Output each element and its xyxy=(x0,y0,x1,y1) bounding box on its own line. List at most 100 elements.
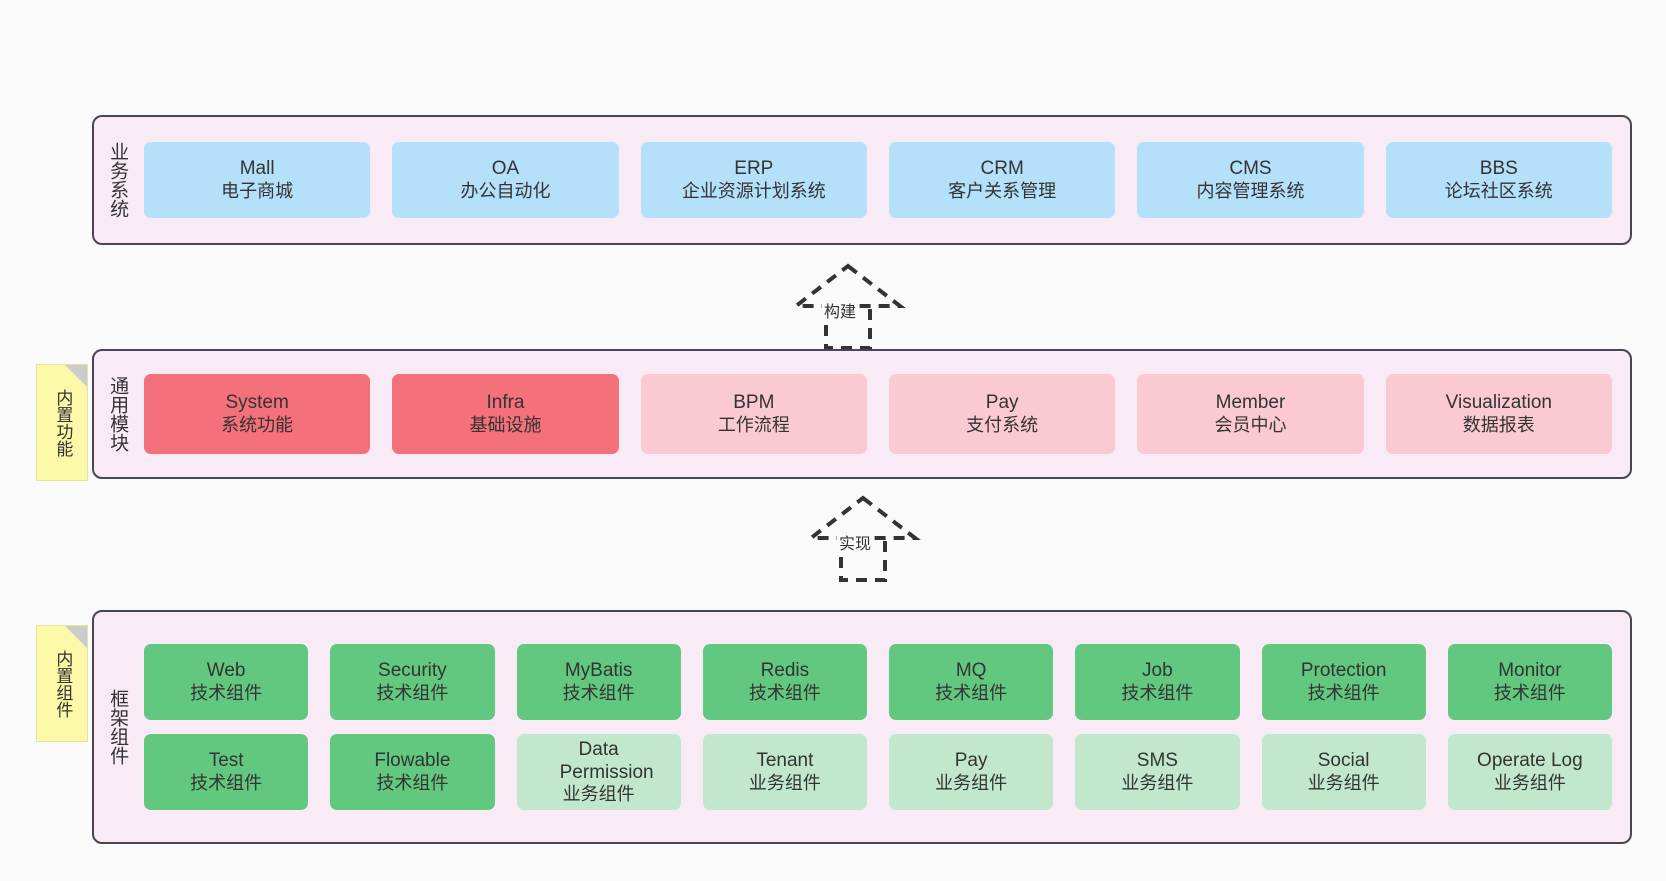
card-oa[interactable]: OA 办公自动化 xyxy=(392,142,619,218)
business-row: Mall 电子商城 OA 办公自动化 ERP 企业资源计划系统 CRM 客户关系… xyxy=(144,142,1612,218)
card-data-permission-name: Data Permission xyxy=(559,738,654,784)
card-redis[interactable]: Redis 技术组件 xyxy=(702,644,867,720)
card-infra-desc: 基础设施 xyxy=(469,414,542,435)
card-sms-name: SMS xyxy=(1136,750,1178,772)
card-job[interactable]: Job 技术组件 xyxy=(1075,644,1240,720)
framework-row-technical: Web 技术组件 Security 技术组件 MyBatis 技术组件 Redi… xyxy=(144,644,1612,720)
card-monitor-name: Monitor xyxy=(1498,660,1562,682)
layer-modules: 通用模块 System 系统功能 Infra 基础设施 BPM 工作流程 Pay xyxy=(92,349,1632,479)
card-infra[interactable]: Infra 基础设施 xyxy=(392,374,619,454)
card-social-name: Social xyxy=(1317,750,1370,772)
card-job-name: Job xyxy=(1142,660,1173,682)
note-builtin-function: 内置功能 xyxy=(36,364,88,481)
card-tenant-name: Tenant xyxy=(756,750,814,772)
card-mall-name: Mall xyxy=(239,158,275,180)
card-data-permission[interactable]: Data Permission 业务组件 xyxy=(516,734,681,810)
card-erp-name: ERP xyxy=(734,158,774,180)
note-builtin-function-label: 内置功能 xyxy=(53,388,73,457)
card-web-desc: 技术组件 xyxy=(190,682,263,703)
card-mybatis-name: MyBatis xyxy=(564,660,633,682)
layer-business-title: 业务系统 xyxy=(107,142,129,218)
card-protection[interactable]: Protection 技术组件 xyxy=(1261,644,1426,720)
card-erp[interactable]: ERP 企业资源计划系统 xyxy=(640,142,867,218)
card-test-name: Test xyxy=(208,750,244,772)
card-pay-module[interactable]: Pay 支付系统 xyxy=(888,374,1116,454)
card-tenant[interactable]: Tenant 业务组件 xyxy=(702,734,867,810)
card-visualization-name: Visualization xyxy=(1445,392,1552,414)
card-cms[interactable]: CMS 内容管理系统 xyxy=(1137,142,1364,218)
card-sms[interactable]: SMS 业务组件 xyxy=(1075,734,1240,810)
layer-business-body: Mall 电子商城 OA 办公自动化 ERP 企业资源计划系统 CRM 客户关系… xyxy=(140,117,1630,243)
card-pay-component-name: Pay xyxy=(954,750,988,772)
card-operate-log-desc: 业务组件 xyxy=(1493,772,1566,793)
card-mq[interactable]: MQ 技术组件 xyxy=(889,644,1054,720)
card-operate-log-name: Operate Log xyxy=(1477,750,1583,772)
card-social[interactable]: Social 业务组件 xyxy=(1261,734,1426,810)
card-crm-desc: 客户关系管理 xyxy=(948,180,1057,201)
card-bpm[interactable]: BPM 工作流程 xyxy=(640,374,867,454)
connector-implement-label: 实现 xyxy=(837,530,874,554)
card-bbs-desc: 论坛社区系统 xyxy=(1444,180,1553,201)
connector-implement: 实现 xyxy=(775,494,955,582)
card-pay-component[interactable]: Pay 业务组件 xyxy=(889,734,1054,810)
card-member[interactable]: Member 会员中心 xyxy=(1137,374,1364,454)
card-oa-desc: 办公自动化 xyxy=(460,180,551,201)
card-bbs[interactable]: BBS 论坛社区系统 xyxy=(1385,142,1612,218)
layer-business: 业务系统 Mall 电子商城 OA 办公自动化 ERP 企业资源计划系统 CRM xyxy=(92,115,1632,245)
card-system[interactable]: System 系统功能 xyxy=(144,374,371,454)
card-mall[interactable]: Mall 电子商城 xyxy=(144,142,371,218)
card-oa-name: OA xyxy=(491,158,520,180)
card-monitor-desc: 技术组件 xyxy=(1493,682,1566,703)
layer-modules-body: System 系统功能 Infra 基础设施 BPM 工作流程 Pay 支付系统… xyxy=(140,351,1630,477)
note-fold-icon xyxy=(65,365,87,387)
layer-framework-body: Web 技术组件 Security 技术组件 MyBatis 技术组件 Redi… xyxy=(140,612,1630,842)
card-monitor[interactable]: Monitor 技术组件 xyxy=(1447,644,1612,720)
card-visualization[interactable]: Visualization 数据报表 xyxy=(1385,374,1612,454)
card-test[interactable]: Test 技术组件 xyxy=(144,734,309,810)
card-pay-component-desc: 业务组件 xyxy=(935,772,1008,793)
card-mq-name: MQ xyxy=(955,660,987,682)
card-mq-desc: 技术组件 xyxy=(935,682,1008,703)
card-visualization-desc: 数据报表 xyxy=(1462,414,1535,435)
card-security[interactable]: Security 技术组件 xyxy=(330,644,495,720)
card-job-desc: 技术组件 xyxy=(1121,682,1194,703)
card-member-desc: 会员中心 xyxy=(1214,414,1287,435)
connector-build-label: 构建 xyxy=(822,298,859,322)
card-redis-name: Redis xyxy=(760,660,810,682)
card-bpm-desc: 工作流程 xyxy=(717,414,790,435)
card-security-desc: 技术组件 xyxy=(376,682,449,703)
card-web-name: Web xyxy=(206,660,246,682)
card-mybatis-desc: 技术组件 xyxy=(562,682,635,703)
card-tenant-desc: 业务组件 xyxy=(748,772,821,793)
card-pay-module-name: Pay xyxy=(985,392,1019,414)
card-flowable-name: Flowable xyxy=(374,750,451,772)
card-crm-name: CRM xyxy=(980,158,1024,180)
card-erp-desc: 企业资源计划系统 xyxy=(681,180,826,201)
card-flowable[interactable]: Flowable 技术组件 xyxy=(330,734,495,810)
card-security-name: Security xyxy=(378,660,447,682)
card-cms-desc: 内容管理系统 xyxy=(1196,180,1305,201)
note-builtin-component-label: 内置组件 xyxy=(53,649,73,718)
layer-modules-title: 通用模块 xyxy=(107,376,129,452)
card-crm[interactable]: CRM 客户关系管理 xyxy=(888,142,1116,218)
card-social-desc: 业务组件 xyxy=(1307,772,1380,793)
card-protection-desc: 技术组件 xyxy=(1307,682,1380,703)
card-mybatis[interactable]: MyBatis 技术组件 xyxy=(516,644,681,720)
card-infra-name: Infra xyxy=(486,392,525,414)
card-system-desc: 系统功能 xyxy=(221,414,294,435)
card-data-permission-desc: 业务组件 xyxy=(562,784,635,805)
card-mall-desc: 电子商城 xyxy=(221,180,294,201)
card-operate-log[interactable]: Operate Log 业务组件 xyxy=(1447,734,1612,810)
card-flowable-desc: 技术组件 xyxy=(376,772,449,793)
note-builtin-component: 内置组件 xyxy=(36,625,88,742)
card-sms-desc: 业务组件 xyxy=(1121,772,1194,793)
card-test-desc: 技术组件 xyxy=(190,772,263,793)
note-fold-icon xyxy=(65,626,87,648)
layer-framework-title: 框架组件 xyxy=(107,689,129,765)
card-web[interactable]: Web 技术组件 xyxy=(144,644,309,720)
layer-framework: 框架组件 Web 技术组件 Security 技术组件 MyBatis 技术组件… xyxy=(92,610,1632,844)
card-cms-name: CMS xyxy=(1229,158,1272,180)
card-pay-module-desc: 支付系统 xyxy=(966,414,1039,435)
card-protection-name: Protection xyxy=(1300,660,1387,682)
